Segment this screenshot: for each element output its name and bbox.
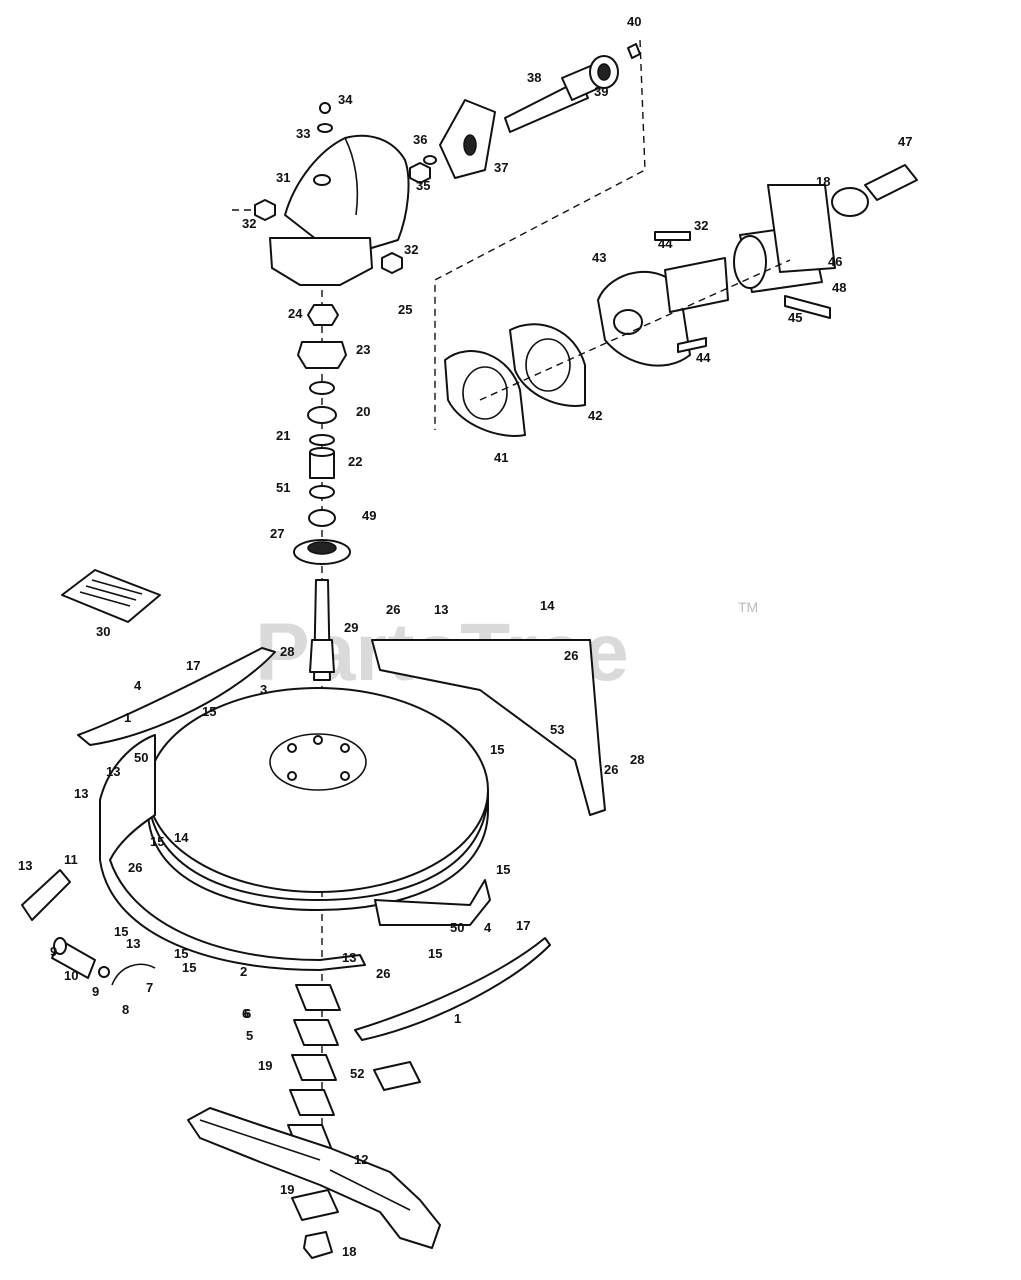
callout-9: 9 bbox=[50, 944, 57, 959]
callout-26: 26 bbox=[564, 648, 578, 663]
callout-26: 26 bbox=[386, 602, 400, 617]
callout-15: 15 bbox=[150, 834, 164, 849]
callout-48: 48 bbox=[832, 280, 846, 295]
callout-18: 18 bbox=[816, 174, 830, 189]
callout-22: 22 bbox=[348, 454, 362, 469]
blade-nut bbox=[303, 1231, 333, 1259]
callout-28: 28 bbox=[630, 752, 644, 767]
callout-19: 19 bbox=[258, 1058, 272, 1073]
callout-35: 35 bbox=[416, 178, 430, 193]
deck-skirt bbox=[99, 639, 606, 971]
callout-52: 52 bbox=[350, 1066, 364, 1081]
callout-43: 43 bbox=[592, 250, 606, 265]
callout-15: 15 bbox=[490, 742, 504, 757]
callout-49: 49 bbox=[362, 508, 376, 523]
callout-14: 14 bbox=[174, 830, 189, 845]
callout-36: 36 bbox=[413, 132, 427, 147]
callout-50: 50 bbox=[134, 750, 148, 765]
callout-20: 20 bbox=[356, 404, 370, 419]
callout-15: 15 bbox=[182, 960, 196, 975]
callout-7: 7 bbox=[146, 980, 153, 995]
callout-40: 40 bbox=[627, 14, 641, 29]
callout-15: 15 bbox=[496, 862, 510, 877]
callout-39: 39 bbox=[594, 84, 608, 99]
watermark-trademark: TM bbox=[738, 599, 758, 615]
callout-26: 26 bbox=[604, 762, 618, 777]
mower-blade bbox=[187, 1107, 441, 1249]
callout-26: 26 bbox=[376, 966, 390, 981]
callout-29: 29 bbox=[344, 620, 358, 635]
callout-17: 17 bbox=[516, 918, 530, 933]
callout-19: 19 bbox=[280, 1182, 294, 1197]
assembly-line-top bbox=[434, 39, 646, 430]
callout-38: 38 bbox=[527, 70, 541, 85]
callout-13: 13 bbox=[18, 858, 32, 873]
callout-44: 44 bbox=[658, 236, 673, 251]
callout-32: 32 bbox=[242, 216, 256, 231]
callout-46: 46 bbox=[828, 254, 842, 269]
callout-32: 32 bbox=[404, 242, 418, 257]
callout-2: 2 bbox=[240, 964, 247, 979]
callout-4: 4 bbox=[134, 678, 142, 693]
callout-13: 13 bbox=[106, 764, 120, 779]
callout-3: 3 bbox=[260, 682, 267, 697]
callout-14: 14 bbox=[540, 598, 555, 613]
drive-tube-assembly bbox=[597, 164, 918, 367]
callout-25: 25 bbox=[398, 302, 412, 317]
callout-44: 44 bbox=[696, 350, 711, 365]
callout-28: 28 bbox=[280, 644, 294, 659]
callout-13: 13 bbox=[434, 602, 448, 617]
callout-6: 6 bbox=[242, 1006, 249, 1021]
callout-51: 51 bbox=[276, 480, 290, 495]
callout-10: 10 bbox=[64, 968, 78, 983]
callout-15: 15 bbox=[202, 704, 216, 719]
gear-set bbox=[439, 55, 619, 179]
callout-13: 13 bbox=[74, 786, 88, 801]
callout-37: 37 bbox=[494, 160, 508, 175]
callout-34: 34 bbox=[338, 92, 353, 107]
callout-42: 42 bbox=[588, 408, 602, 423]
callout-26: 26 bbox=[128, 860, 142, 875]
callout-23: 23 bbox=[356, 342, 370, 357]
callout-6: 6 bbox=[244, 1006, 251, 1021]
gaskets bbox=[444, 323, 586, 437]
callout-15: 15 bbox=[114, 924, 128, 939]
callout-9: 9 bbox=[92, 984, 99, 999]
gearbox-housing bbox=[269, 134, 410, 286]
callout-21: 21 bbox=[276, 428, 290, 443]
callout-53: 53 bbox=[550, 722, 564, 737]
assembly-line-right bbox=[479, 259, 791, 401]
decal-label bbox=[61, 569, 161, 623]
callout-13: 13 bbox=[342, 950, 356, 965]
spindle-stack bbox=[293, 304, 351, 681]
callout-18: 18 bbox=[342, 1244, 356, 1259]
callout-31: 31 bbox=[276, 170, 290, 185]
skid-rails bbox=[77, 647, 551, 1041]
callout-4: 4 bbox=[484, 920, 492, 935]
callout-50: 50 bbox=[450, 920, 464, 935]
callout-11: 11 bbox=[64, 852, 78, 867]
callout-1: 1 bbox=[454, 1011, 461, 1026]
callout-47: 47 bbox=[898, 134, 912, 149]
callout-5: 5 bbox=[246, 1028, 253, 1043]
callout-13: 13 bbox=[126, 936, 140, 951]
callout-45: 45 bbox=[788, 310, 802, 325]
mower-deck bbox=[147, 687, 489, 911]
callout-24: 24 bbox=[288, 306, 303, 321]
callout-30: 30 bbox=[96, 624, 110, 639]
callout-41: 41 bbox=[494, 450, 508, 465]
callout-8: 8 bbox=[122, 1002, 129, 1017]
callout-12: 12 bbox=[354, 1152, 368, 1167]
callout-15: 15 bbox=[174, 946, 188, 961]
callout-27: 27 bbox=[270, 526, 284, 541]
callout-33: 33 bbox=[296, 126, 310, 141]
callout-1: 1 bbox=[124, 710, 131, 725]
left-bracket-hardware bbox=[21, 869, 156, 986]
callout-17: 17 bbox=[186, 658, 200, 673]
callout-32: 32 bbox=[694, 218, 708, 233]
callout-15: 15 bbox=[428, 946, 442, 961]
